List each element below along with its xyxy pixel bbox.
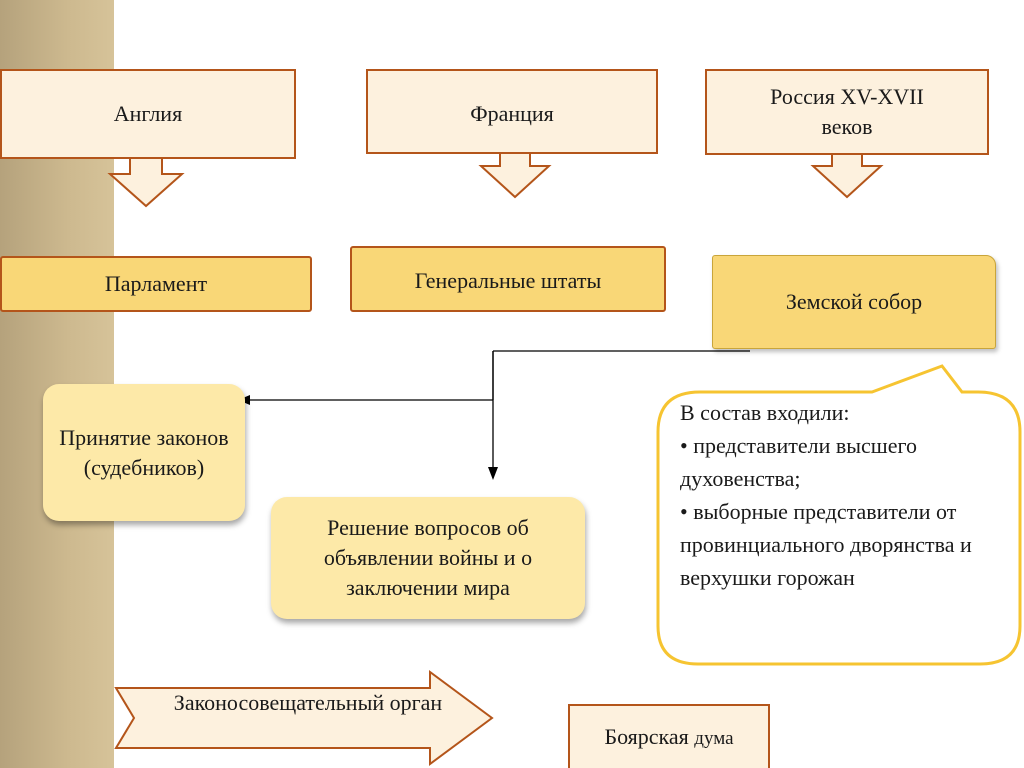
composition-item-clergy: • представители высшего духовенства; — [680, 433, 917, 491]
advisory-arrow — [114, 670, 494, 766]
laws-label: Принятие законов (судебников) — [59, 424, 229, 480]
boyar-duma-box: Боярская дума — [568, 704, 770, 768]
boyar-duma-word1: Боярская — [604, 724, 689, 750]
parliament-label: Парламент — [104, 271, 208, 297]
arrowhead-to-war-peace — [488, 467, 498, 480]
laws-box: Принятие законов (судебников) — [43, 384, 245, 521]
down-arrow-france — [478, 151, 552, 199]
country-label-england: Англия — [113, 101, 183, 127]
boyar-duma-word2: дума — [694, 728, 734, 750]
composition-callout: В состав входили: • представители высшег… — [680, 396, 1010, 594]
composition-heading: В состав входили: — [680, 400, 850, 425]
boyar-duma-label: Боярская дума — [604, 722, 733, 752]
zemsky-sobor-box: Земской собор — [712, 255, 996, 349]
war-peace-box: Решение вопросов об объявлении войны и о… — [271, 497, 585, 619]
estates-general-box: Генеральные штаты — [350, 246, 666, 312]
war-peace-label: Решение вопросов об объявлении войны и о… — [323, 515, 533, 600]
zemsky-connectors — [248, 350, 750, 470]
country-label-france: Франция — [470, 101, 554, 126]
composition-item-nobility: • выборные представители от провинциальн… — [680, 499, 972, 590]
advisory-label: Законосовещательный орган — [173, 690, 443, 715]
country-box-russia: Россия XV-XVII веков — [705, 69, 989, 155]
down-arrow-england — [107, 157, 185, 208]
callout-bubble — [656, 364, 1022, 666]
parliament-box: Парламент — [0, 256, 312, 312]
estates-general-label: Генеральные штаты — [414, 268, 602, 293]
country-box-france: Франция — [366, 69, 658, 154]
country-box-england: Англия — [0, 69, 296, 159]
down-arrow-russia — [810, 153, 884, 199]
country-label-russia: Россия XV-XVII веков — [770, 84, 924, 139]
zemsky-sobor-label: Земской собор — [785, 289, 923, 315]
